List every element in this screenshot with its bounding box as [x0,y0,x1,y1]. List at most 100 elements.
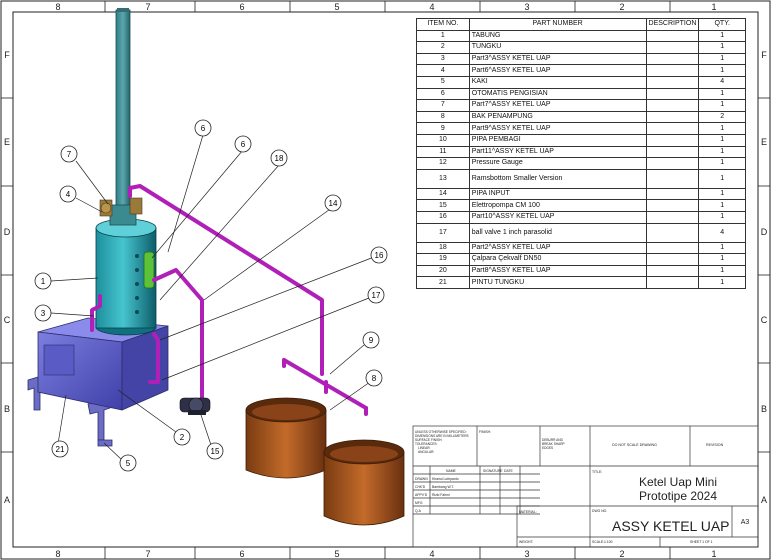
bom-qty: 1 [698,264,746,278]
zone-right-F: F [761,50,767,60]
balloon-18: 18 [270,149,288,167]
balloon-18-label: 18 [275,154,284,163]
bom-header-item-no: ITEM NO. [416,18,470,31]
balloon-4-label: 4 [66,190,71,199]
title-label: TITLE: [592,470,602,474]
bom-part-number: KAKI [468,75,647,89]
name-drawn: Khairul Luthpanto [432,477,459,481]
bom-qty: 1 [698,199,746,212]
deburr-line-2: BREAK SHARP [542,442,565,446]
note-line-4: TOLERANCES: [415,442,438,446]
bom-description [645,29,700,43]
leader-lines [50,134,375,461]
assembly-model [27,8,405,526]
bom-description [645,276,700,289]
sheet-number: SHEET 1 OF 1 [690,540,713,544]
bom-item-no: 20 [416,264,470,278]
zone-right-E: E [761,137,767,147]
zone-left-D: D [4,227,11,237]
chimney-cap [117,8,129,12]
safety-valve [99,197,143,217]
bom-description [645,41,700,54]
inner-border [12,11,759,548]
bom-qty: 1 [698,210,746,224]
bom-description [645,157,700,170]
zone-bottom-4: 4 [429,549,434,559]
balloon-16-label: 16 [375,251,384,260]
balloon-8: 8 [365,369,383,387]
bom-header-description: DESCRIPTION [645,18,700,31]
zone-left-E: E [4,137,10,147]
bom-description [645,87,700,101]
balloon-9-label: 9 [369,336,374,345]
sheet-size: A3 [741,519,750,526]
bom-header-row: ITEM NO. PART NUMBER DESCRIPTION QTY. [416,18,746,31]
finish-label: FINISH: [479,430,491,434]
balloon-5: 5 [119,454,137,472]
bom-description [645,199,700,212]
chimney [115,9,131,221]
balloon-16: 16 [370,246,388,264]
zone-left-C: C [4,315,11,325]
bom-item-no: 5 [416,75,470,89]
bom-part-number: Çalpara Çekvalf DN50 [468,253,647,266]
zone-top-7: 7 [145,2,150,12]
bom-item-no: 13 [416,168,470,189]
bom-part-number: Part8^ASSY KETEL UAP [468,264,647,278]
bom-item-no: 8 [416,110,470,124]
zone-bottom-2: 2 [619,549,624,559]
furnace-door [43,344,75,376]
balloon-3: 3 [34,304,52,322]
bom-description [645,168,700,189]
bom-description [645,241,700,255]
header-name: NAME [446,469,457,473]
bom-qty: 1 [698,168,746,189]
tank-studs [135,254,139,314]
zone-top-1: 1 [711,2,716,12]
header-signature: SIGNATURE [483,469,503,473]
bom-qty: 1 [698,52,746,66]
bom-qty: 1 [698,145,746,159]
bin-left [245,397,327,479]
bom-item-no: 21 [416,276,470,289]
bom-part-number: Part6^ASSY KETEL UAP [468,64,647,77]
bom-description [645,64,700,77]
bom-qty: 1 [698,253,746,266]
zone-right-D: D [761,227,768,237]
bom-part-number: Part7^ASSY KETEL UAP [468,99,647,112]
note-line-2: DIMENSIONS ARE IN MILLIMETERS [415,434,469,438]
role-drawn: DRAWN [415,477,428,481]
bom-qty: 2 [698,110,746,124]
zone-top-4: 4 [429,2,434,12]
bom-description [645,75,700,89]
bom-part-number: Part10^ASSY KETEL UAP [468,210,647,224]
role-mfg: MFG [415,501,423,505]
bom-item-no: 4 [416,64,470,77]
bom-description [645,187,700,201]
bom-item-no: 19 [416,253,470,266]
zone-top-5: 5 [334,2,339,12]
bom-part-number: Part11^ASSY KETEL UAP [468,145,647,159]
piping [90,184,368,416]
bin-right [323,439,405,526]
drawing-title-line-2: Prototipe 2024 [639,489,717,503]
weight-label: WEIGHT: [519,540,533,544]
balloon-14-label: 14 [329,199,338,208]
bom-part-number: Part9^ASSY KETEL UAP [468,122,647,135]
zone-right-A: A [761,495,767,505]
zone-top-8: 8 [55,2,60,12]
bom-description [645,99,700,112]
zone-bottom-7: 7 [145,549,150,559]
note-line-3: SURFACE FINISH: [415,438,442,442]
note-line-5: LINEAR: [418,446,431,450]
balloon-17: 17 [367,286,385,304]
